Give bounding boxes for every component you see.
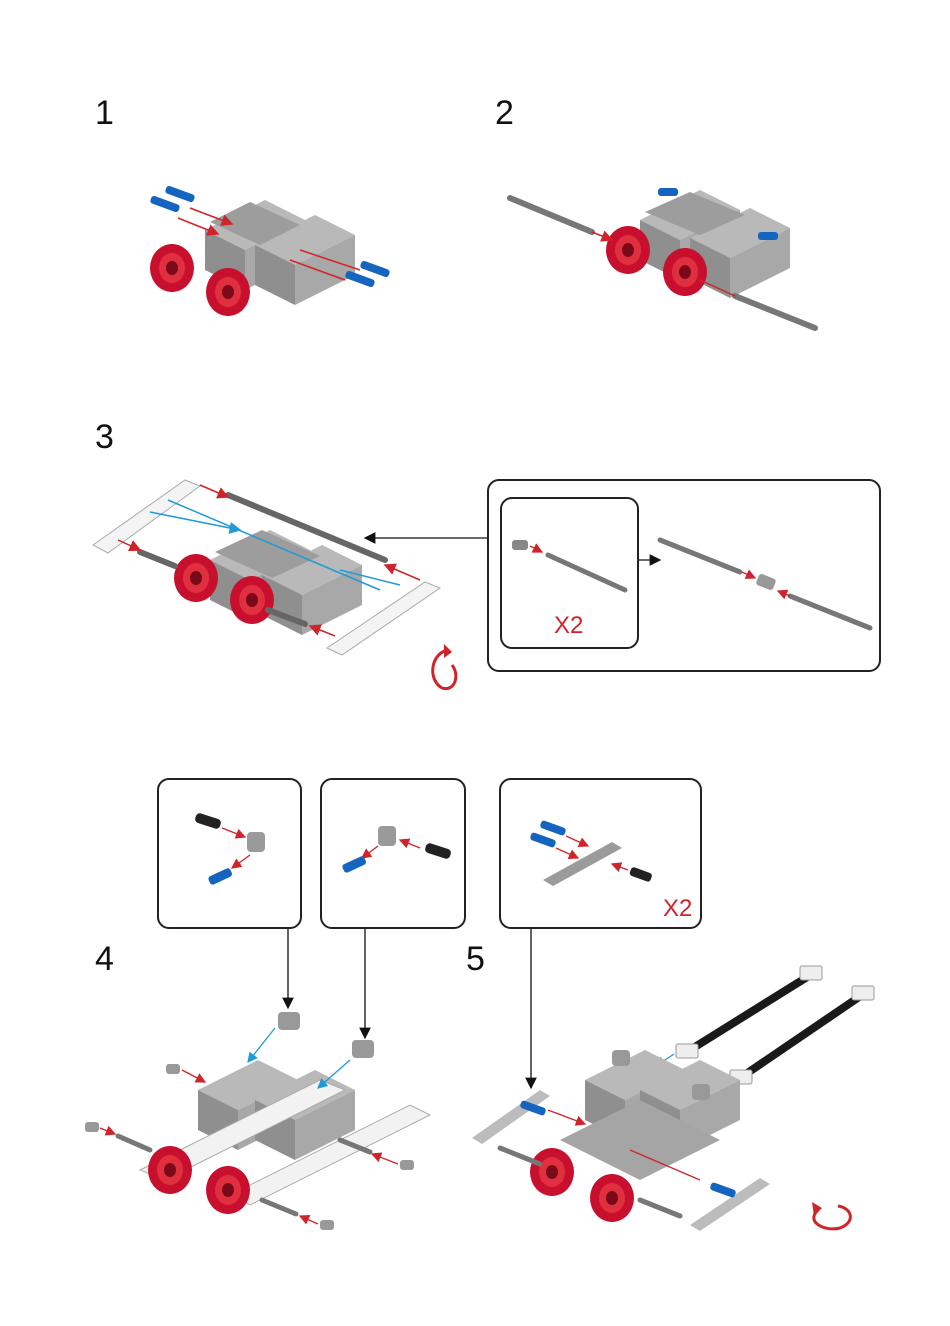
step4-illustration — [85, 813, 451, 1230]
step-number-2: 2 — [495, 94, 514, 132]
step3-quantity-label: X2 — [554, 612, 584, 639]
step-number-3: 3 — [95, 418, 114, 456]
step5-illustration — [472, 820, 875, 1231]
step1-illustration — [150, 185, 390, 316]
step2-illustration — [507, 188, 818, 331]
step-number-5: 5 — [466, 940, 485, 978]
step5-quantity-label: X2 — [663, 895, 693, 922]
step-number-1: 1 — [95, 94, 114, 132]
step3-illustration — [92, 479, 873, 691]
step-number-4: 4 — [95, 940, 114, 978]
step4-callout-box-left — [157, 778, 302, 929]
step3-sub-callout-box — [500, 497, 639, 649]
